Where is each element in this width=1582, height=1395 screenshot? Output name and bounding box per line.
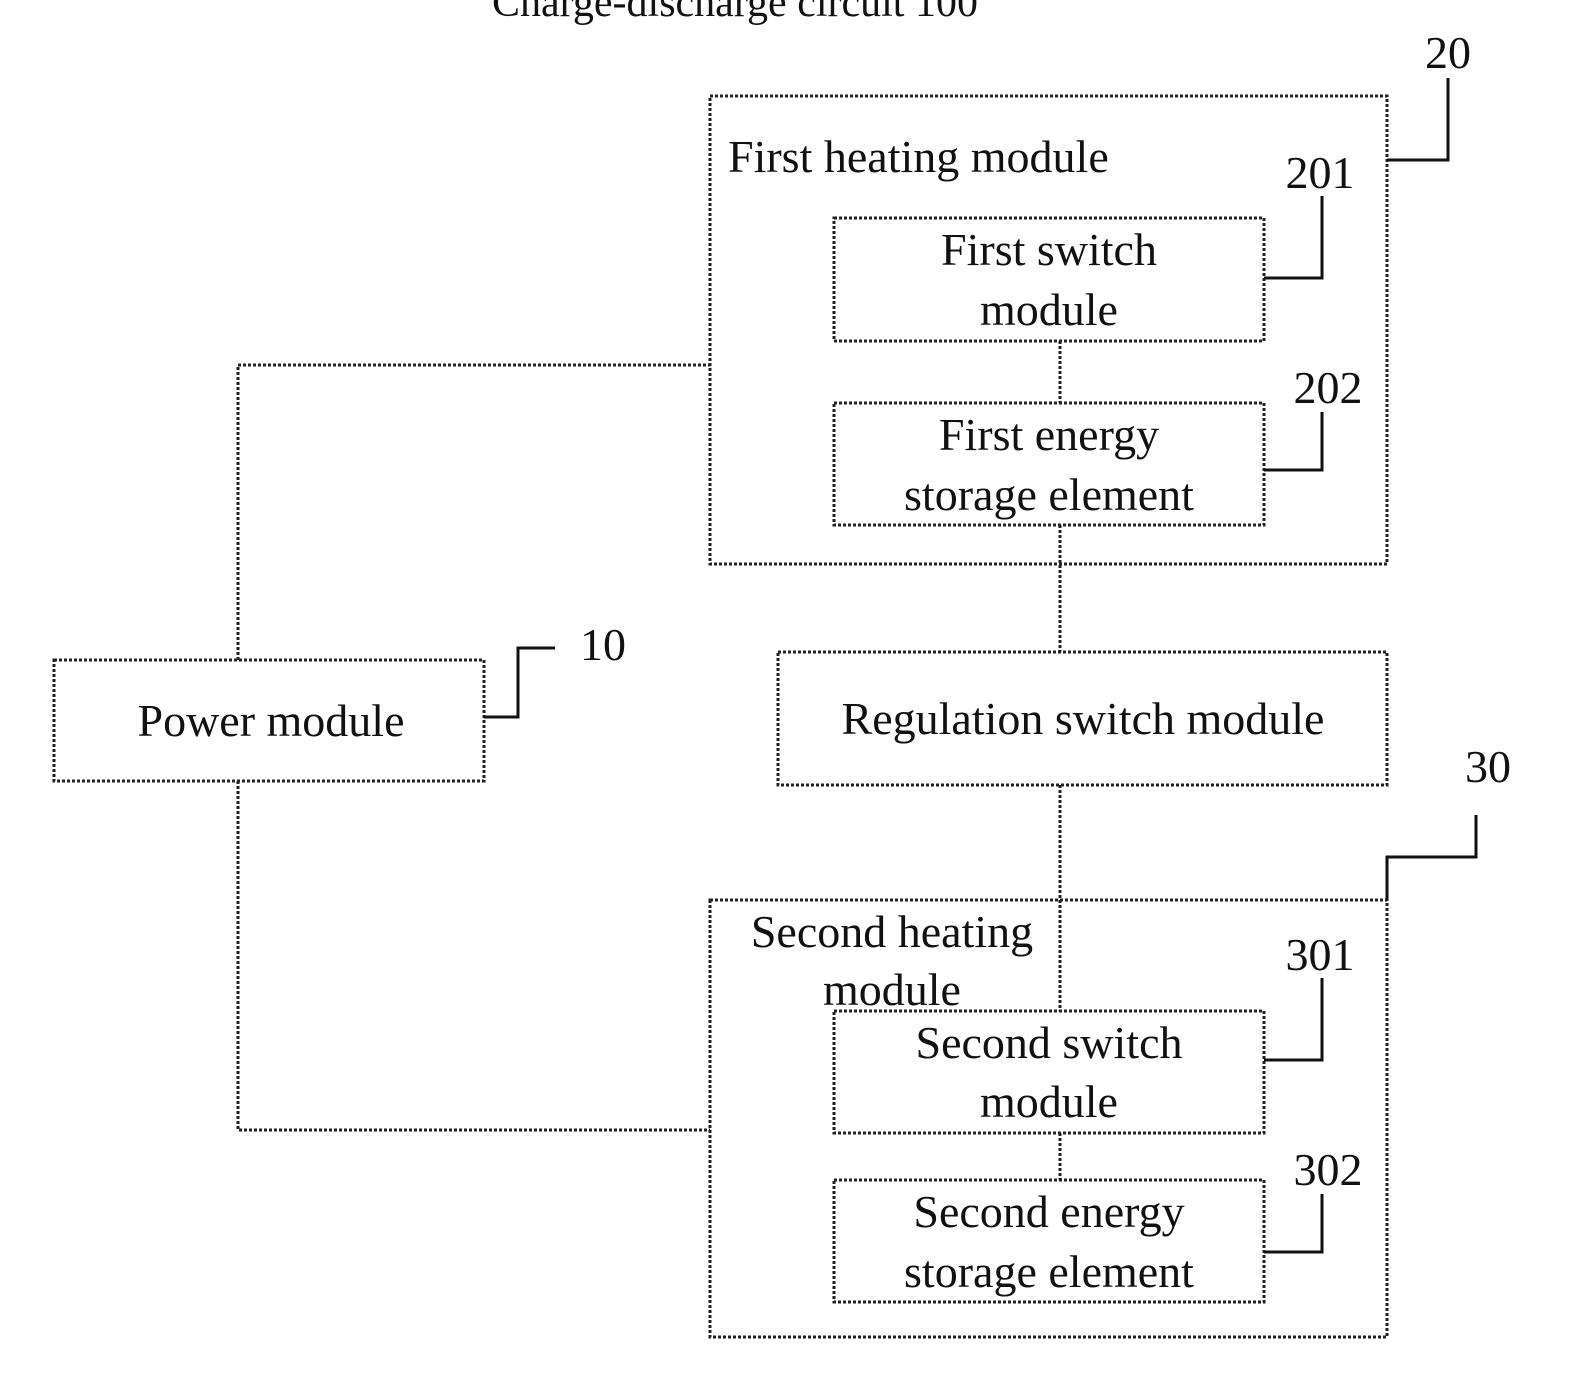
first-heating-module-ref: 20 (1425, 27, 1471, 78)
first-energy-storage-element-label-line2: storage element (904, 469, 1194, 520)
regulation-switch-module-label: Regulation switch module (842, 693, 1325, 744)
second-heating-module-label-line2: module (823, 964, 961, 1015)
power-module-ref-leader (484, 648, 555, 717)
first-switch-module-label-line2: module (980, 284, 1118, 335)
second-energy-storage-element-label-line1: Second energy (913, 1186, 1184, 1237)
second-switch-module-label-line2: module (980, 1076, 1118, 1127)
diagram-title: Charge-discharge circuit 100 (492, 0, 978, 26)
second-heating-module-label-line1: Second heating (751, 906, 1033, 957)
second-energy-storage-element-label-line2: storage element (904, 1246, 1194, 1297)
first-heating-module-label: First heating module (728, 131, 1109, 182)
power-module-ref: 10 (580, 619, 626, 670)
second-heating-module-ref-leader (1387, 815, 1476, 900)
power-module-label: Power module (137, 695, 404, 746)
first-energy-storage-element-label-line1: First energy (939, 409, 1159, 460)
first-energy-storage-element-ref: 202 (1294, 362, 1363, 413)
second-heating-module-ref: 30 (1465, 741, 1511, 792)
first-switch-module-ref: 201 (1286, 147, 1355, 198)
wire-power-to-first-heating (238, 365, 710, 660)
second-energy-storage-element-ref: 302 (1294, 1144, 1363, 1195)
first-energy-storage-element-ref-leader (1264, 412, 1322, 470)
wire-power-to-second-heating (238, 781, 710, 1130)
first-switch-module-label-line1: First switch (941, 224, 1157, 275)
first-heating-module-ref-leader (1387, 78, 1448, 160)
second-switch-module-label-line1: Second switch (915, 1017, 1182, 1068)
first-switch-module-ref-leader (1264, 196, 1322, 278)
second-switch-module-ref: 301 (1286, 929, 1355, 980)
second-switch-module-ref-leader (1264, 978, 1322, 1060)
second-energy-storage-element-ref-leader (1264, 1194, 1322, 1252)
